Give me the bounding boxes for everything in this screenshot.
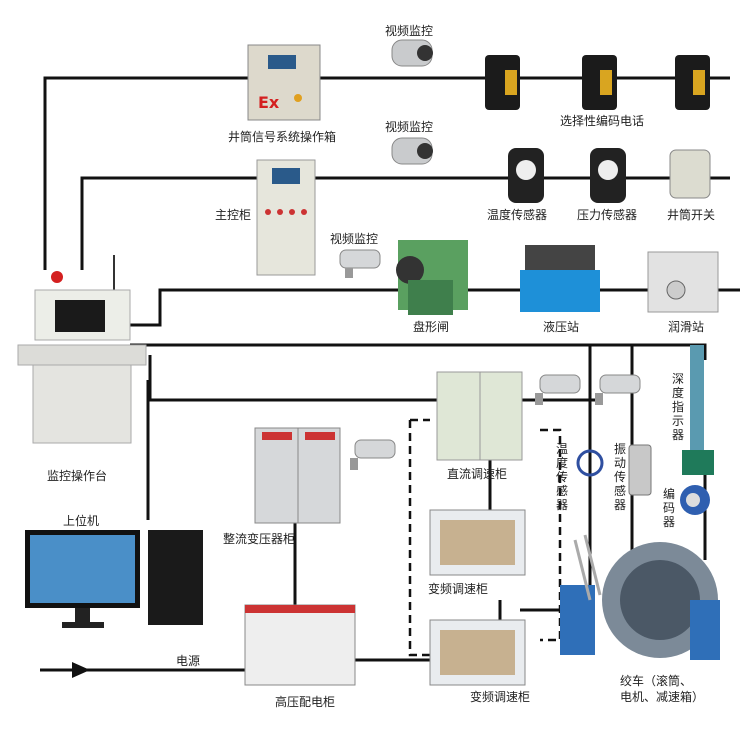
dc-cabinet-label: 直流调速柜 [447, 467, 508, 481]
pressure-sensor-label: 压力传感器 [577, 208, 638, 222]
vfd-label: 变频调速柜 [428, 582, 489, 596]
dc-speed-cabinet [436, 371, 523, 461]
depth-indicator-label: 深度指示器 [672, 372, 685, 442]
host-pc-label: 上位机 [63, 514, 100, 528]
dashed-connection [408, 418, 562, 657]
hv-distribution-cabinet [244, 604, 356, 686]
depth-indicator-icon [682, 345, 714, 475]
encoder-label: 编码器 [663, 487, 676, 529]
temperature-probe-icon [576, 449, 604, 477]
winch-label-2: 电机、减速箱） [620, 690, 705, 704]
pressure-sensor-icon [590, 148, 626, 203]
shaft-signal-box-label: 井筒信号系统操作箱 [228, 130, 337, 144]
hydraulic-station-icon [520, 245, 600, 312]
camera-icon [350, 439, 396, 470]
disc-brake-icon [396, 240, 468, 315]
disc-brake-label: 盘形闸 [413, 320, 450, 334]
monitoring-console [17, 255, 147, 444]
hv-cabinet-label: 高压配电柜 [275, 695, 336, 709]
power-arrow-icon [72, 662, 90, 678]
camera-icon [595, 374, 641, 405]
camera-icon [391, 39, 433, 67]
hydraulic-station-label: 液压站 [543, 320, 580, 334]
main-control-cabinet [256, 159, 316, 276]
vfd-cabinet [429, 509, 526, 576]
encoder-icon [680, 485, 710, 515]
vfd-label: 变频调速柜 [470, 690, 531, 704]
phone-icon [582, 55, 617, 110]
phone-icon [675, 55, 710, 110]
host-computer [25, 530, 203, 628]
phone-label: 选择性编码电话 [560, 114, 645, 128]
temp-sensor-label: 温度传感器 [487, 208, 548, 222]
camera-label: 视频监控 [330, 232, 379, 246]
lube-station-icon [647, 251, 719, 313]
winch-icon [560, 534, 720, 660]
winch-label: 绞车（滚筒、 [620, 674, 693, 688]
camera-icon [535, 374, 581, 405]
shaft-switch-label: 井筒开关 [667, 208, 716, 222]
lube-station-label: 润滑站 [668, 320, 705, 334]
vfd-cabinet [429, 619, 526, 686]
camera-icon [339, 249, 381, 278]
temp-sensor-side-label: 温度传感器 [556, 442, 569, 512]
vibration-sensor-label: 振动传感器 [614, 442, 627, 512]
shaft-switch-icon [669, 149, 711, 199]
phone-icon [485, 55, 520, 110]
main-cabinet-label: 主控柜 [215, 208, 252, 222]
vibration-sensor-icon [628, 444, 652, 496]
console-label: 监控操作台 [47, 469, 108, 483]
rectifier-transformer-cabinet [254, 427, 341, 524]
power-label: 电源 [176, 654, 201, 668]
ex-mark: Ex [258, 93, 280, 112]
temperature-sensor-icon [508, 148, 544, 203]
rectifier-label: 整流变压器柜 [223, 532, 296, 546]
camera-label: 视频监控 [385, 120, 434, 134]
shaft-signal-box [247, 44, 321, 121]
camera-icon [391, 137, 433, 165]
camera-label: 视频监控 [385, 24, 434, 38]
